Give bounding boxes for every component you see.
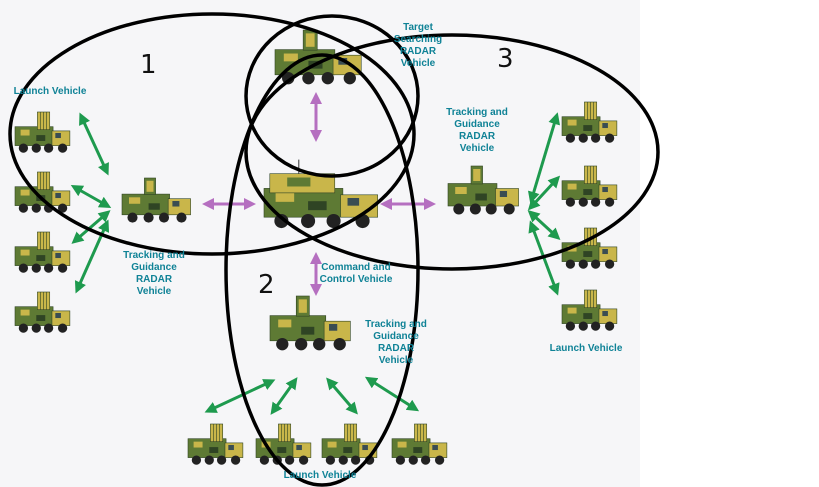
handwritten-1: 1 [140,50,157,80]
group-ellipse-1 [8,12,416,256]
launch-vehicle-right-1 [561,101,618,143]
overlap-ellipse-top [244,14,420,178]
ellipse-layer [8,12,660,487]
arrow-left-2 [70,185,112,208]
arrow-right-2 [527,175,561,211]
vehicle-layer [14,29,618,465]
arrow-bottom-1 [204,379,276,413]
handwritten-2: 2 [258,270,275,300]
launch-vehicle-right-2 [561,165,618,207]
launch-vehicle-bottom-3 [321,423,378,465]
label-tracking-bottom: Tracking and Guidance RADAR Vehicle [365,319,427,366]
launch-vehicle-left-1 [14,111,71,153]
arrow-layer [70,92,561,415]
label-tracking-left: Tracking and Guidance RADAR Vehicle [123,250,185,297]
launch-vehicle-bottom-4 [391,423,448,465]
launch-vehicle-left-3 [14,231,71,273]
arrow-left-1 [79,112,109,176]
group-ellipse-3 [244,33,660,271]
label-launch-left: Launch Vehicle [13,86,87,97]
launch-vehicle-bottom-1 [187,423,244,465]
label-command-vehicle: Command and Control Vehicle [319,262,393,285]
label-target-radar: Target Searching RADAR Vehicle [393,22,443,69]
label-launch-right: Launch Vehicle [549,343,623,354]
launch-vehicle-right-4 [561,289,618,331]
launch-vehicle-left-4 [14,291,71,333]
arrow-bottom-3 [326,377,358,415]
tracking-radar-vehicle-bottom [269,295,351,351]
group-ellipse-2 [224,53,420,487]
target-searching-radar-vehicle [274,29,362,85]
arrow-bottom-4 [364,376,420,412]
label-tracking-right: Tracking and Guidance RADAR Vehicle [446,107,508,154]
handwritten-3: 3 [497,44,514,74]
tracking-radar-vehicle-left [121,177,191,223]
label-launch-bottom: Launch Vehicle [283,470,357,481]
arrow-bottom-2 [270,377,298,415]
tracking-radar-vehicle-right [447,165,519,215]
